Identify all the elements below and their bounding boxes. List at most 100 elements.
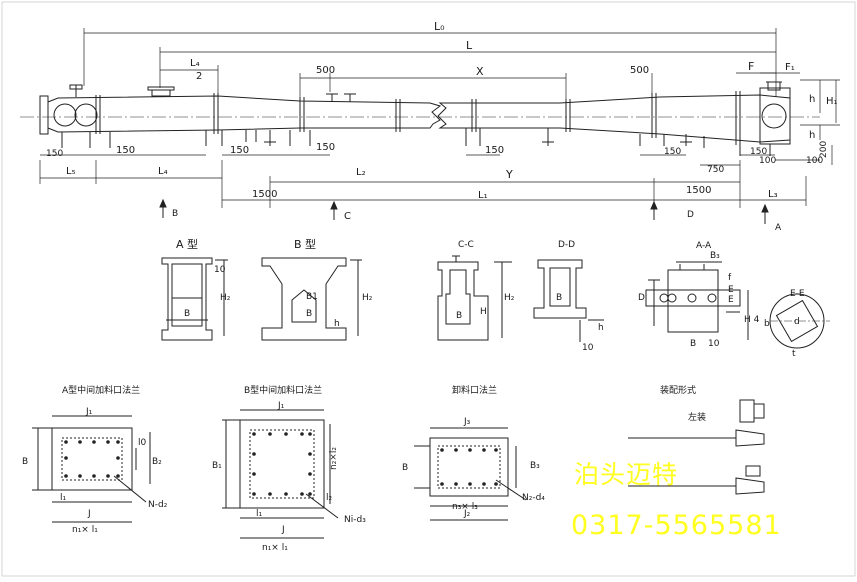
b-J: J	[281, 525, 285, 535]
view-label-D: D	[687, 210, 694, 220]
b-h: h	[334, 319, 340, 329]
b-flange-B1: B₁	[212, 461, 222, 471]
d-flange-B: B	[402, 463, 408, 473]
dim-L4-top: L₄	[190, 58, 200, 69]
dim-1500a: 1500	[252, 189, 277, 200]
a-B2: B₂	[152, 457, 162, 467]
dim-h-right-2: h	[809, 130, 815, 141]
section-labels: A 型 B 型 C-C D-D A-A E-E H₂ 10 B H₂ B1 B …	[176, 237, 805, 359]
ee-b: b	[764, 319, 770, 329]
aa-B3: B₃	[710, 251, 720, 261]
dd-B: B	[556, 293, 562, 303]
dim-200: 200	[819, 141, 829, 158]
dim-L5: L₅	[66, 166, 76, 177]
dim-500b: 500	[630, 65, 649, 76]
dim-X: X	[476, 65, 484, 78]
dim-F1: F₁	[785, 62, 795, 73]
flange-drawings	[32, 399, 765, 539]
a-flange-caption: A型中间加料口法兰	[62, 384, 140, 396]
watermark-company: 泊头迈特	[574, 460, 679, 489]
d-J3: J₃	[463, 417, 471, 427]
dim-h-right: h	[809, 94, 815, 105]
a-n1l1: n₁× l₁	[72, 525, 98, 535]
trough-right	[437, 94, 791, 143]
b-n2l2: n₂×l₂	[329, 447, 339, 470]
section-aa-title: A-A	[696, 241, 712, 251]
dim-L: L	[466, 39, 473, 52]
dim-F: F	[748, 60, 754, 73]
trough-left	[47, 95, 442, 133]
a-J: J	[87, 509, 91, 519]
view-arrows	[159, 198, 769, 224]
aa-E2: E	[728, 295, 734, 305]
dim-150-4: 150	[316, 142, 335, 153]
b-B: B	[306, 309, 312, 319]
dim-150-3: 150	[230, 145, 249, 156]
watermark-phone: 0317-5565581	[571, 510, 782, 541]
section-drawings	[161, 255, 830, 349]
view-label-B: B	[172, 209, 178, 219]
a-B: B	[184, 309, 190, 319]
dimension-labels: L₀ L L₄ 2 500 X 500 F F₁ h H₁ h 200 150 …	[46, 20, 838, 201]
aa-B: B	[690, 339, 696, 349]
b-H2: H₂	[362, 293, 373, 303]
a-l1: l₁	[60, 493, 67, 503]
b-l1: l₁	[256, 509, 263, 519]
section-a-title: A 型	[176, 237, 198, 251]
aa-E1: E	[728, 285, 734, 295]
d-n3l3: n₃× l₃	[452, 502, 478, 512]
b-Nid3: Ni-d₃	[344, 515, 366, 525]
dimension-lines	[39, 28, 840, 208]
dim-150-7: 150	[750, 147, 767, 157]
section-ee-title: E-E	[790, 289, 805, 299]
dim-L4-bottom: L₄	[158, 166, 168, 177]
section-b-title: B 型	[294, 237, 316, 251]
a-flange-B: B	[22, 457, 28, 467]
b-n1l1: n₁× l₁	[262, 543, 288, 553]
section-cc-title: C-C	[458, 240, 474, 250]
a-l0: l0	[138, 438, 147, 448]
dim-L2: L₂	[356, 167, 366, 178]
flange-labels: A型中间加料口法兰 B型中间加料口法兰 卸料口法兰 装配形式 J₁ B l0 B…	[22, 384, 706, 553]
d-B3: B₃	[530, 461, 540, 471]
view-label-A: A	[775, 223, 782, 233]
dim-H1: H₁	[826, 96, 838, 107]
cc-H2: H₂	[504, 293, 515, 303]
dim-100b: 100	[806, 156, 823, 166]
assembly-caption: 装配形式	[660, 384, 696, 396]
ee-d: d	[794, 317, 800, 327]
dim-150-1: 150	[46, 149, 63, 159]
cc-H: H	[480, 307, 487, 317]
a-J1: J₁	[85, 407, 93, 417]
dd-10: 10	[582, 343, 594, 353]
dim-100a: 100	[759, 156, 776, 166]
view-label-C: C	[344, 211, 351, 222]
dim-1500b: 1500	[686, 185, 711, 196]
a-10: 10	[214, 265, 226, 275]
dim-750: 750	[707, 165, 724, 175]
dim-150-5: 150	[485, 145, 504, 156]
b-B1: B1	[306, 292, 318, 302]
aa-D: D	[638, 293, 645, 303]
dim-500a: 500	[316, 65, 335, 76]
d-N2d4: N₂-d₄	[522, 493, 545, 503]
dim-150-2: 150	[116, 145, 135, 156]
assembly-left-label: 左装	[688, 411, 706, 423]
a-H2: H₂	[220, 293, 231, 303]
dim-2: 2	[196, 71, 202, 82]
dim-150-6: 150	[664, 147, 681, 157]
dd-h: h	[598, 323, 604, 333]
a-Nd2: N-d₂	[148, 500, 168, 510]
dim-L1: L₁	[478, 190, 488, 201]
d-flange-caption: 卸料口法兰	[452, 384, 497, 396]
dim-L0: L₀	[434, 20, 445, 33]
aa-f: f	[728, 273, 732, 283]
b-J1: J₁	[277, 401, 285, 411]
flange-holes	[64, 432, 498, 496]
section-dd-title: D-D	[558, 240, 575, 250]
b-flange-caption: B型中间加料口法兰	[244, 384, 322, 396]
d-J2: J₂	[463, 509, 471, 519]
